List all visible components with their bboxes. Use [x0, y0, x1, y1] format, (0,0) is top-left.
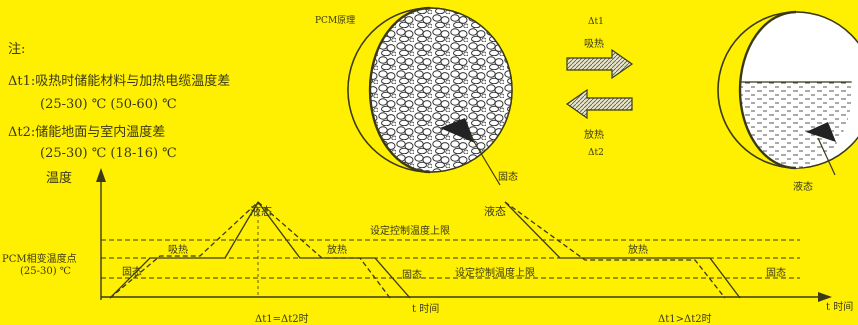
left-absorb-label: 吸热 — [168, 245, 188, 256]
left-scenario-curves — [109, 201, 411, 299]
pcm-liquid-globe — [717, 10, 858, 176]
right-scenario-curves — [504, 201, 741, 299]
dt2-arrow-label: Δt2 — [588, 148, 604, 158]
right-scenario-caption: Δt1>Δt2时 — [658, 314, 712, 325]
dt1-description: Δt1:吸热时储能材料与加热电缆温度差 — [8, 74, 231, 89]
release-label: 放热 — [584, 130, 604, 141]
liquid-state-label: 液态 — [793, 182, 813, 193]
dt1-values: (25-30) ℃ (50-60) ℃ — [40, 97, 177, 112]
pcm-point-label: PCM相变温度点 — [2, 254, 77, 265]
absorb-arrow — [566, 48, 634, 80]
left-solid-2-label: 固态 — [402, 270, 422, 281]
left-release-label: 放热 — [327, 245, 347, 256]
upper-limit-label: 设定控制温度上限 — [370, 226, 450, 237]
x-axis-right-label: t 时间 — [826, 302, 854, 313]
dt2-values: (25-30) ℃ (18-16) ℃ — [40, 146, 177, 161]
left-liquid-label: 液态 — [250, 205, 272, 218]
left-scenario-caption: Δt1=Δt2时 — [255, 314, 309, 325]
pcm-range-label: (25-30) ℃ — [20, 266, 71, 277]
dt1-arrow-label: Δt1 — [588, 17, 604, 27]
notes-heading: 注: — [8, 42, 26, 57]
time-axis — [101, 292, 832, 302]
y-axis-label: 温度 — [46, 171, 73, 186]
left-solid-1-label: 固态 — [122, 267, 142, 278]
solid-state-label: 固态 — [498, 172, 518, 183]
pcm-principle-title: PCM原理 — [315, 16, 356, 26]
right-solid-label: 固态 — [766, 268, 786, 279]
pcm-solid-globe — [347, 6, 513, 186]
temperature-axis — [96, 168, 106, 300]
x-axis-label: t 时间 — [412, 304, 440, 315]
right-release-label: 放热 — [628, 245, 648, 256]
lower-limit-label: 设定控制温度上限 — [455, 268, 535, 279]
release-arrow — [565, 88, 633, 120]
absorb-label: 吸热 — [584, 39, 604, 50]
dt2-description: Δt2:储能地面与室内温度差 — [8, 125, 166, 140]
right-liquid-label: 液态 — [484, 205, 506, 218]
